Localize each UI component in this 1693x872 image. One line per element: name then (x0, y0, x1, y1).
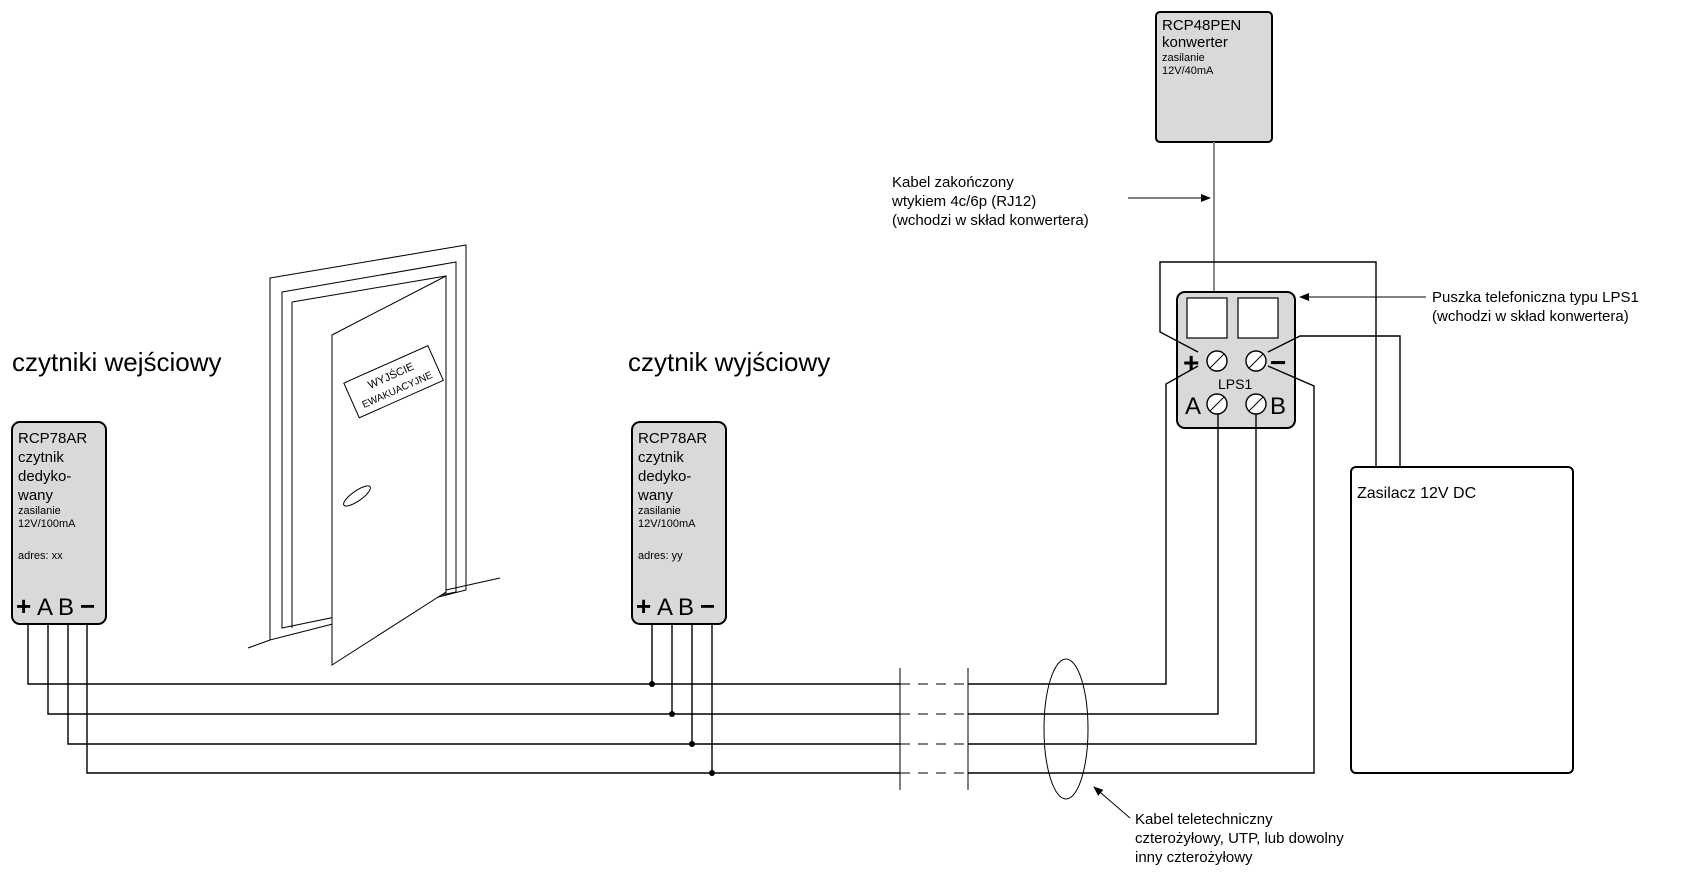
power-supply-device: Zasilacz 12V DC (1350, 466, 1574, 774)
entry-reader-device: RCP78AR czytnik dedyko- wany zasilanie 1… (11, 421, 107, 625)
converter-power1: zasilanie (1162, 52, 1205, 64)
exit-reader-device: RCP78AR czytnik dedyko- wany zasilanie 1… (631, 421, 727, 625)
bus-cable-note: Kabel teletechniczny czterożyłowy, UTP, … (1093, 786, 1344, 866)
exit-reader-b-terminal: B (678, 594, 694, 621)
bus-note-line2: czterożyłowy, UTP, lub dowolny (1135, 830, 1344, 847)
junction-note-line2: (wchodzi w skład konwertera) (1432, 308, 1629, 325)
lps1-b-terminal: B (1270, 393, 1286, 420)
lps1-label: LPS1 (1218, 376, 1252, 392)
exit-reader-title: czytnik wyjściowy (628, 347, 830, 377)
exit-reader-desc1: czytnik (638, 449, 684, 466)
bus-note-line1: Kabel teletechniczny (1135, 811, 1273, 828)
bus-note-line3: inny czterożyłowy (1135, 849, 1253, 866)
converter-model: RCP48PEN (1162, 17, 1241, 34)
lps1-minus-terminal: − (1270, 347, 1286, 378)
psu-minus-wire (1267, 335, 1401, 467)
junction-note-line1: Puszka telefoniczna typu LPS1 (1432, 289, 1639, 306)
exit-reader-minus-terminal: − (700, 591, 715, 621)
entry-reader-desc1: czytnik (18, 449, 64, 466)
converter-device: RCP48PEN konwerter zasilanie 12V/40mA (1155, 11, 1273, 143)
entry-reader-desc3: wany (17, 487, 54, 504)
rj12-note-line1: Kabel zakończony (892, 174, 1014, 191)
exit-reader-power1: zasilanie (638, 505, 681, 517)
entry-reader-model: RCP78AR (18, 430, 87, 447)
psu-plus-wire (1159, 261, 1377, 467)
exit-reader-desc2: dedyko- (638, 468, 691, 485)
entry-reader-a-terminal: A (37, 594, 53, 621)
converter-desc: konwerter (1162, 34, 1228, 51)
power-supply-label: Zasilacz 12V DC (1357, 485, 1476, 502)
entry-reader-plus-terminal: + (16, 591, 31, 621)
exit-reader-model: RCP78AR (638, 430, 707, 447)
lps1-junction-box: + − LPS1 A B (1176, 291, 1296, 429)
entry-readers-title: czytniki wejściowy (12, 347, 222, 377)
exit-reader-plus-terminal: + (636, 591, 651, 621)
rj12-cable-note: Kabel zakończony wtykiem 4c/6p (RJ12) (w… (891, 174, 1211, 229)
exit-reader-address: adres: yy (638, 550, 683, 562)
entry-reader-b-terminal: B (58, 594, 74, 621)
exit-reader-power2: 12V/100mA (638, 518, 696, 530)
entry-reader-address: adres: xx (18, 550, 63, 562)
rj12-note-line3: (wchodzi w skład konwertera) (892, 212, 1089, 229)
exit-reader-desc3: wany (637, 487, 674, 504)
converter-power2: 12V/40mA (1162, 65, 1214, 77)
lps1-a-terminal: A (1185, 393, 1201, 420)
entry-reader-power1: zasilanie (18, 505, 61, 517)
entry-reader-minus-terminal: − (80, 591, 95, 621)
bus-wiring (27, 365, 1315, 800)
entry-reader-desc2: dedyko- (18, 468, 71, 485)
lps1-plus-terminal: + (1183, 347, 1199, 378)
entry-reader-power2: 12V/100mA (18, 518, 76, 530)
evacuation-door-illustration: WYJŚCIE EWAKUACYJNE (247, 244, 501, 666)
exit-reader-a-terminal: A (657, 594, 673, 621)
rj12-note-line2: wtykiem 4c/6p (RJ12) (891, 193, 1036, 210)
junction-box-note: Puszka telefoniczna typu LPS1 (wchodzi w… (1299, 289, 1639, 325)
